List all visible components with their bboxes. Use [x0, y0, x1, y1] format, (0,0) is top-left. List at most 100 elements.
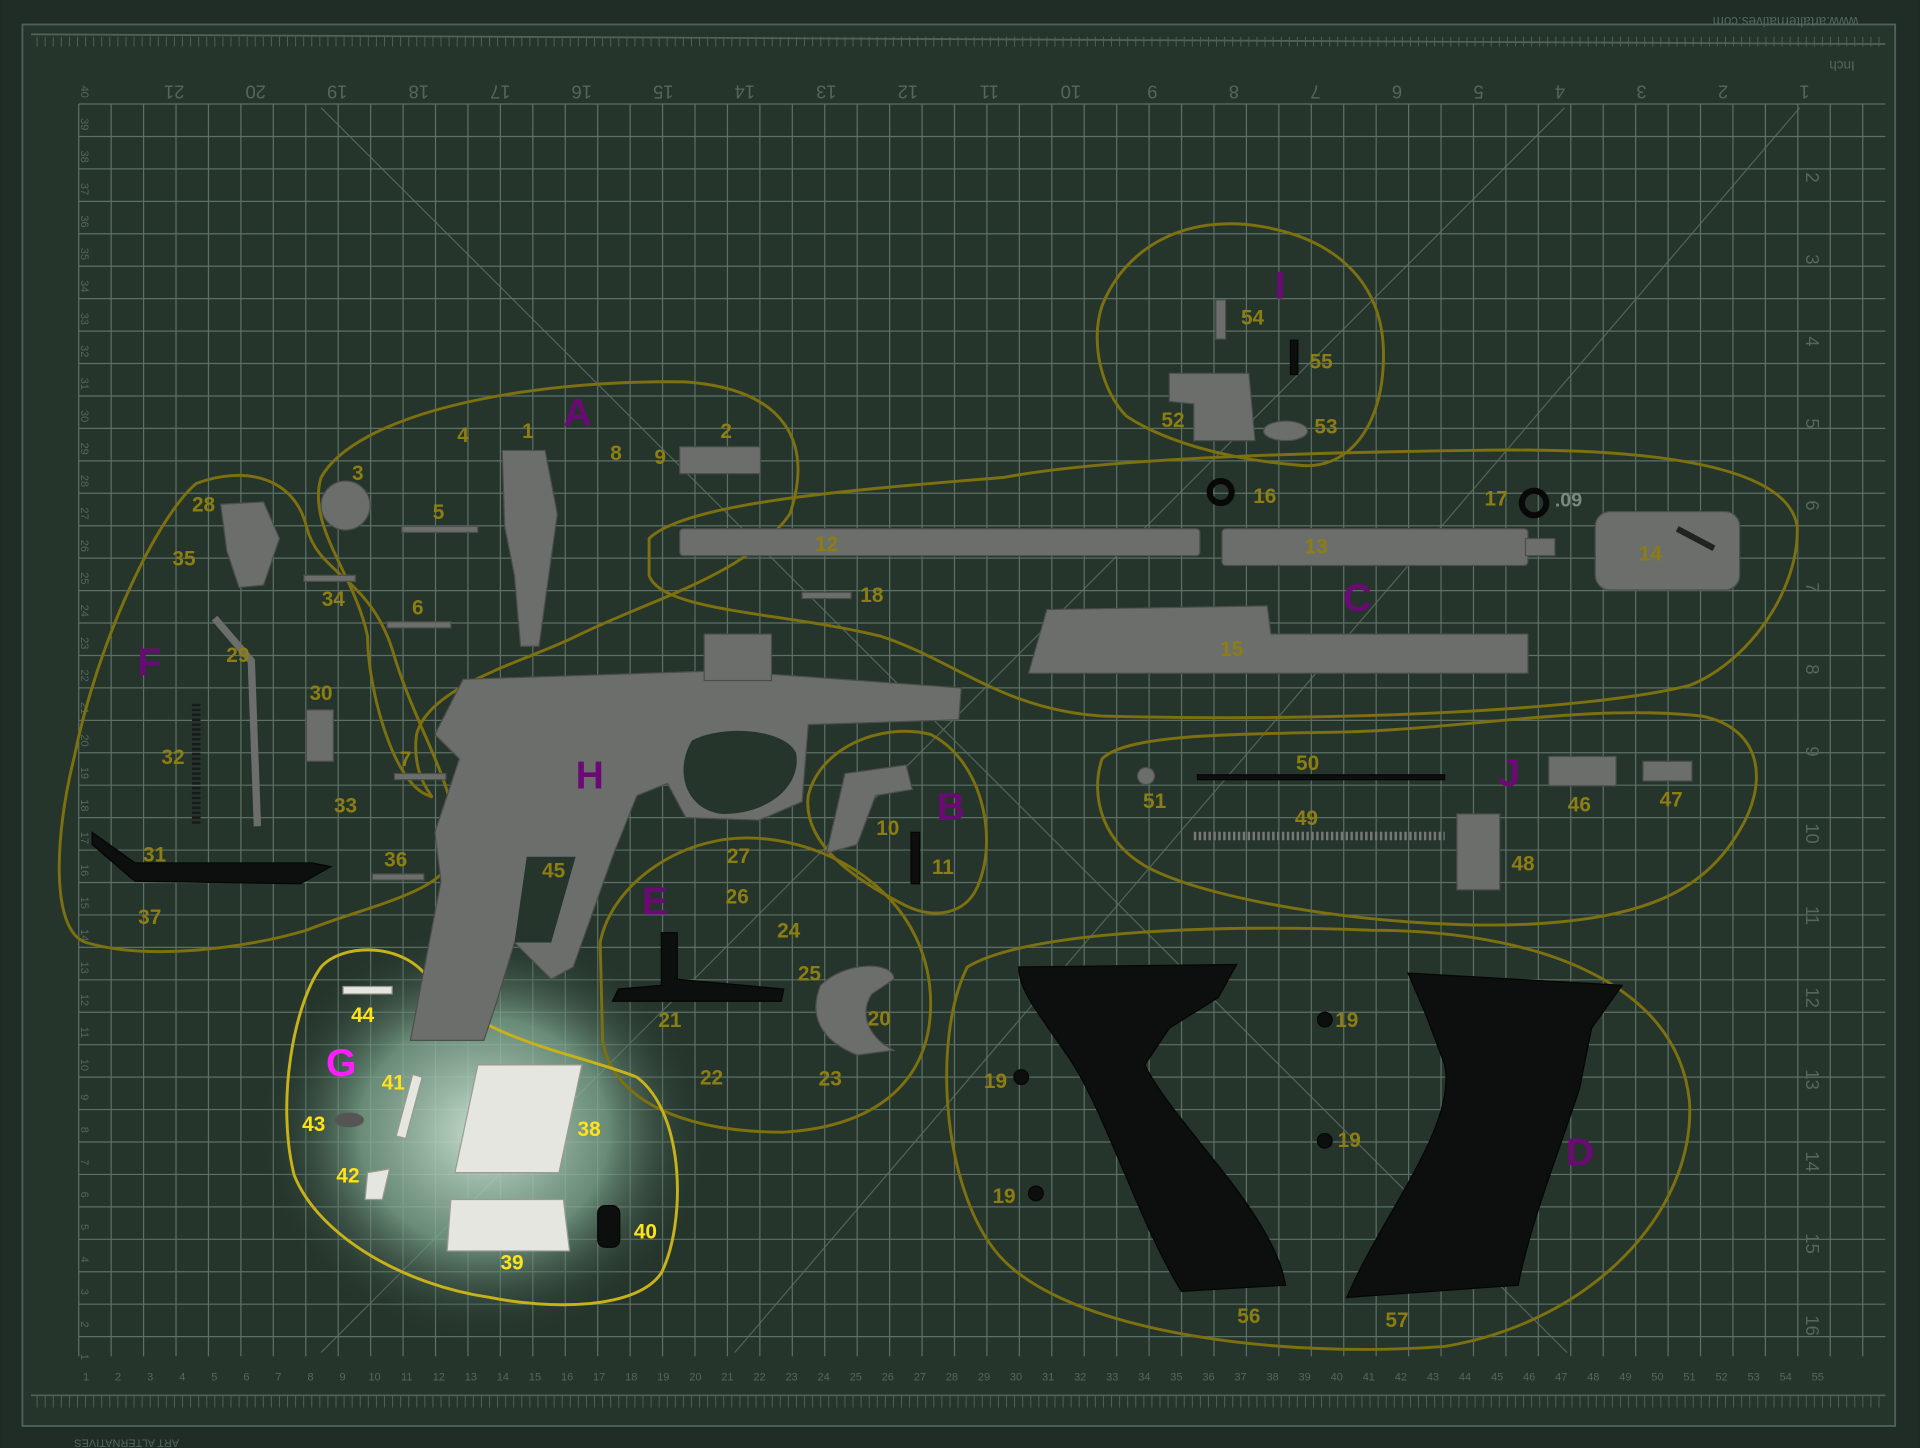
outline-group-a	[316, 380, 800, 799]
ruler-label-top: 2	[1718, 82, 1728, 103]
ruler-label-right: 15	[1802, 1233, 1823, 1253]
part-label: 49	[1295, 807, 1318, 830]
part-label: 13	[1305, 535, 1328, 558]
ruler-label-left: 33	[78, 313, 90, 325]
ruler-label-right: 11	[1802, 906, 1823, 925]
ruler-label-top: 18	[409, 82, 429, 103]
part-label: 57	[1385, 1309, 1408, 1332]
ruler-label-left: 31	[78, 378, 90, 390]
group-letter-c: C	[1343, 577, 1371, 620]
ruler-label-bottom: 26	[882, 1372, 894, 1384]
dimension-annotation: .09	[1555, 490, 1582, 512]
ruler-label-bottom: 8	[307, 1372, 313, 1384]
part-52	[1168, 372, 1256, 442]
outline-group-e	[598, 836, 933, 1134]
part-label: 39	[500, 1251, 523, 1274]
part-54	[1215, 299, 1227, 340]
ruler-label-left: 35	[78, 248, 90, 260]
group-letter-d: D	[1566, 1131, 1594, 1174]
ruler-label-top: 13	[816, 82, 836, 103]
part-label: 28	[192, 494, 215, 517]
part-label: 6	[412, 596, 424, 619]
ruler-label-right: 5	[1802, 418, 1823, 428]
part-pin-7	[393, 772, 447, 781]
ruler-label-left: 17	[78, 832, 90, 844]
ruler-label-left: 25	[78, 572, 90, 584]
part-barrel-13	[1221, 528, 1529, 567]
group-letter-f: F	[137, 642, 161, 685]
ruler-label-right: 7	[1802, 582, 1823, 592]
part-label: 51	[1143, 790, 1166, 813]
ruler-label-bottom: 35	[1170, 1372, 1182, 1384]
ruler-label-bottom: 12	[433, 1372, 445, 1384]
ruler-label-left: 24	[78, 605, 90, 617]
ruler-label-bottom: 49	[1619, 1372, 1631, 1384]
part-label: 15	[1220, 638, 1243, 661]
group-letter-a: A	[563, 392, 591, 435]
ruler-label-top: 7	[1310, 82, 1320, 103]
ruler-label-left: 34	[78, 280, 90, 292]
part-40	[597, 1205, 621, 1248]
part-pin-5	[401, 525, 479, 534]
part-label: 12	[815, 533, 838, 556]
part-barrel-12	[679, 528, 1201, 557]
part-label: 21	[658, 1009, 681, 1032]
part-label: 9	[654, 446, 666, 469]
part-label: 50	[1296, 752, 1319, 775]
ruler-label-right: 6	[1802, 500, 1823, 510]
ruler-label-left: 22	[78, 670, 90, 682]
part-label: 14	[1639, 543, 1663, 566]
ruler-label-bottom: 55	[1812, 1372, 1824, 1384]
part-label: 37	[138, 906, 161, 929]
mat-unit-label: Inch	[1829, 58, 1854, 73]
ruler-label-left: 2	[78, 1321, 90, 1327]
part-2	[679, 446, 762, 475]
ruler-label-left: 4	[78, 1256, 90, 1262]
ruler-label-bottom: 1	[83, 1372, 89, 1384]
ruler-label-bottom: 38	[1266, 1372, 1278, 1384]
part-barrel-tip	[1524, 537, 1556, 557]
ruler-label-bottom: 45	[1491, 1372, 1503, 1384]
part-46	[1548, 755, 1617, 787]
ruler-label-bottom: 18	[625, 1372, 637, 1384]
ruler-label-bottom: 39	[1299, 1372, 1311, 1384]
part-label: 19	[984, 1070, 1007, 1093]
part-label: 55	[1310, 350, 1333, 373]
ruler-label-left: 36	[78, 215, 90, 227]
ruler-label-right: 8	[1802, 664, 1823, 674]
ruler-label-left: 13	[78, 961, 90, 973]
ruler-label-left: 3	[78, 1289, 90, 1295]
ruler-label-bottom: 15	[529, 1372, 541, 1384]
part-label: 18	[860, 584, 883, 607]
outline-group-i	[1095, 222, 1385, 468]
part-label: 33	[334, 795, 357, 818]
ruler-label-left: 32	[78, 345, 90, 357]
part-label: 1	[522, 420, 534, 443]
ruler-label-bottom: 19	[657, 1372, 669, 1384]
part-36	[371, 873, 425, 881]
part-label: 45	[542, 860, 565, 883]
ruler-label-bottom: 37	[1234, 1372, 1246, 1384]
ruler-label-left: 20	[78, 734, 90, 746]
part-label: 35	[172, 547, 195, 570]
ruler-label-bottom: 33	[1106, 1372, 1118, 1384]
group-letter-e: E	[642, 880, 668, 923]
ruler-label-right: 10	[1802, 823, 1823, 843]
part-label: 34	[322, 588, 346, 611]
ruler-label-bottom: 28	[946, 1372, 958, 1384]
part-label: 23	[819, 1068, 842, 1091]
ruler-label-left: 23	[78, 637, 90, 649]
ruler-label-top: 17	[490, 82, 510, 103]
part-label: 32	[161, 746, 184, 769]
ruler-label-left: 28	[78, 475, 90, 487]
ruler-label-bottom: 54	[1780, 1372, 1792, 1384]
part-pin-6	[386, 621, 452, 629]
part-label: 56	[1237, 1305, 1260, 1328]
part-label: 11	[932, 856, 954, 879]
ruler-label-bottom: 42	[1395, 1372, 1407, 1384]
ruler-label-right: 13	[1802, 1069, 1823, 1089]
ruler-label-bottom: 46	[1523, 1372, 1535, 1384]
ruler-label-left: 5	[78, 1224, 90, 1230]
